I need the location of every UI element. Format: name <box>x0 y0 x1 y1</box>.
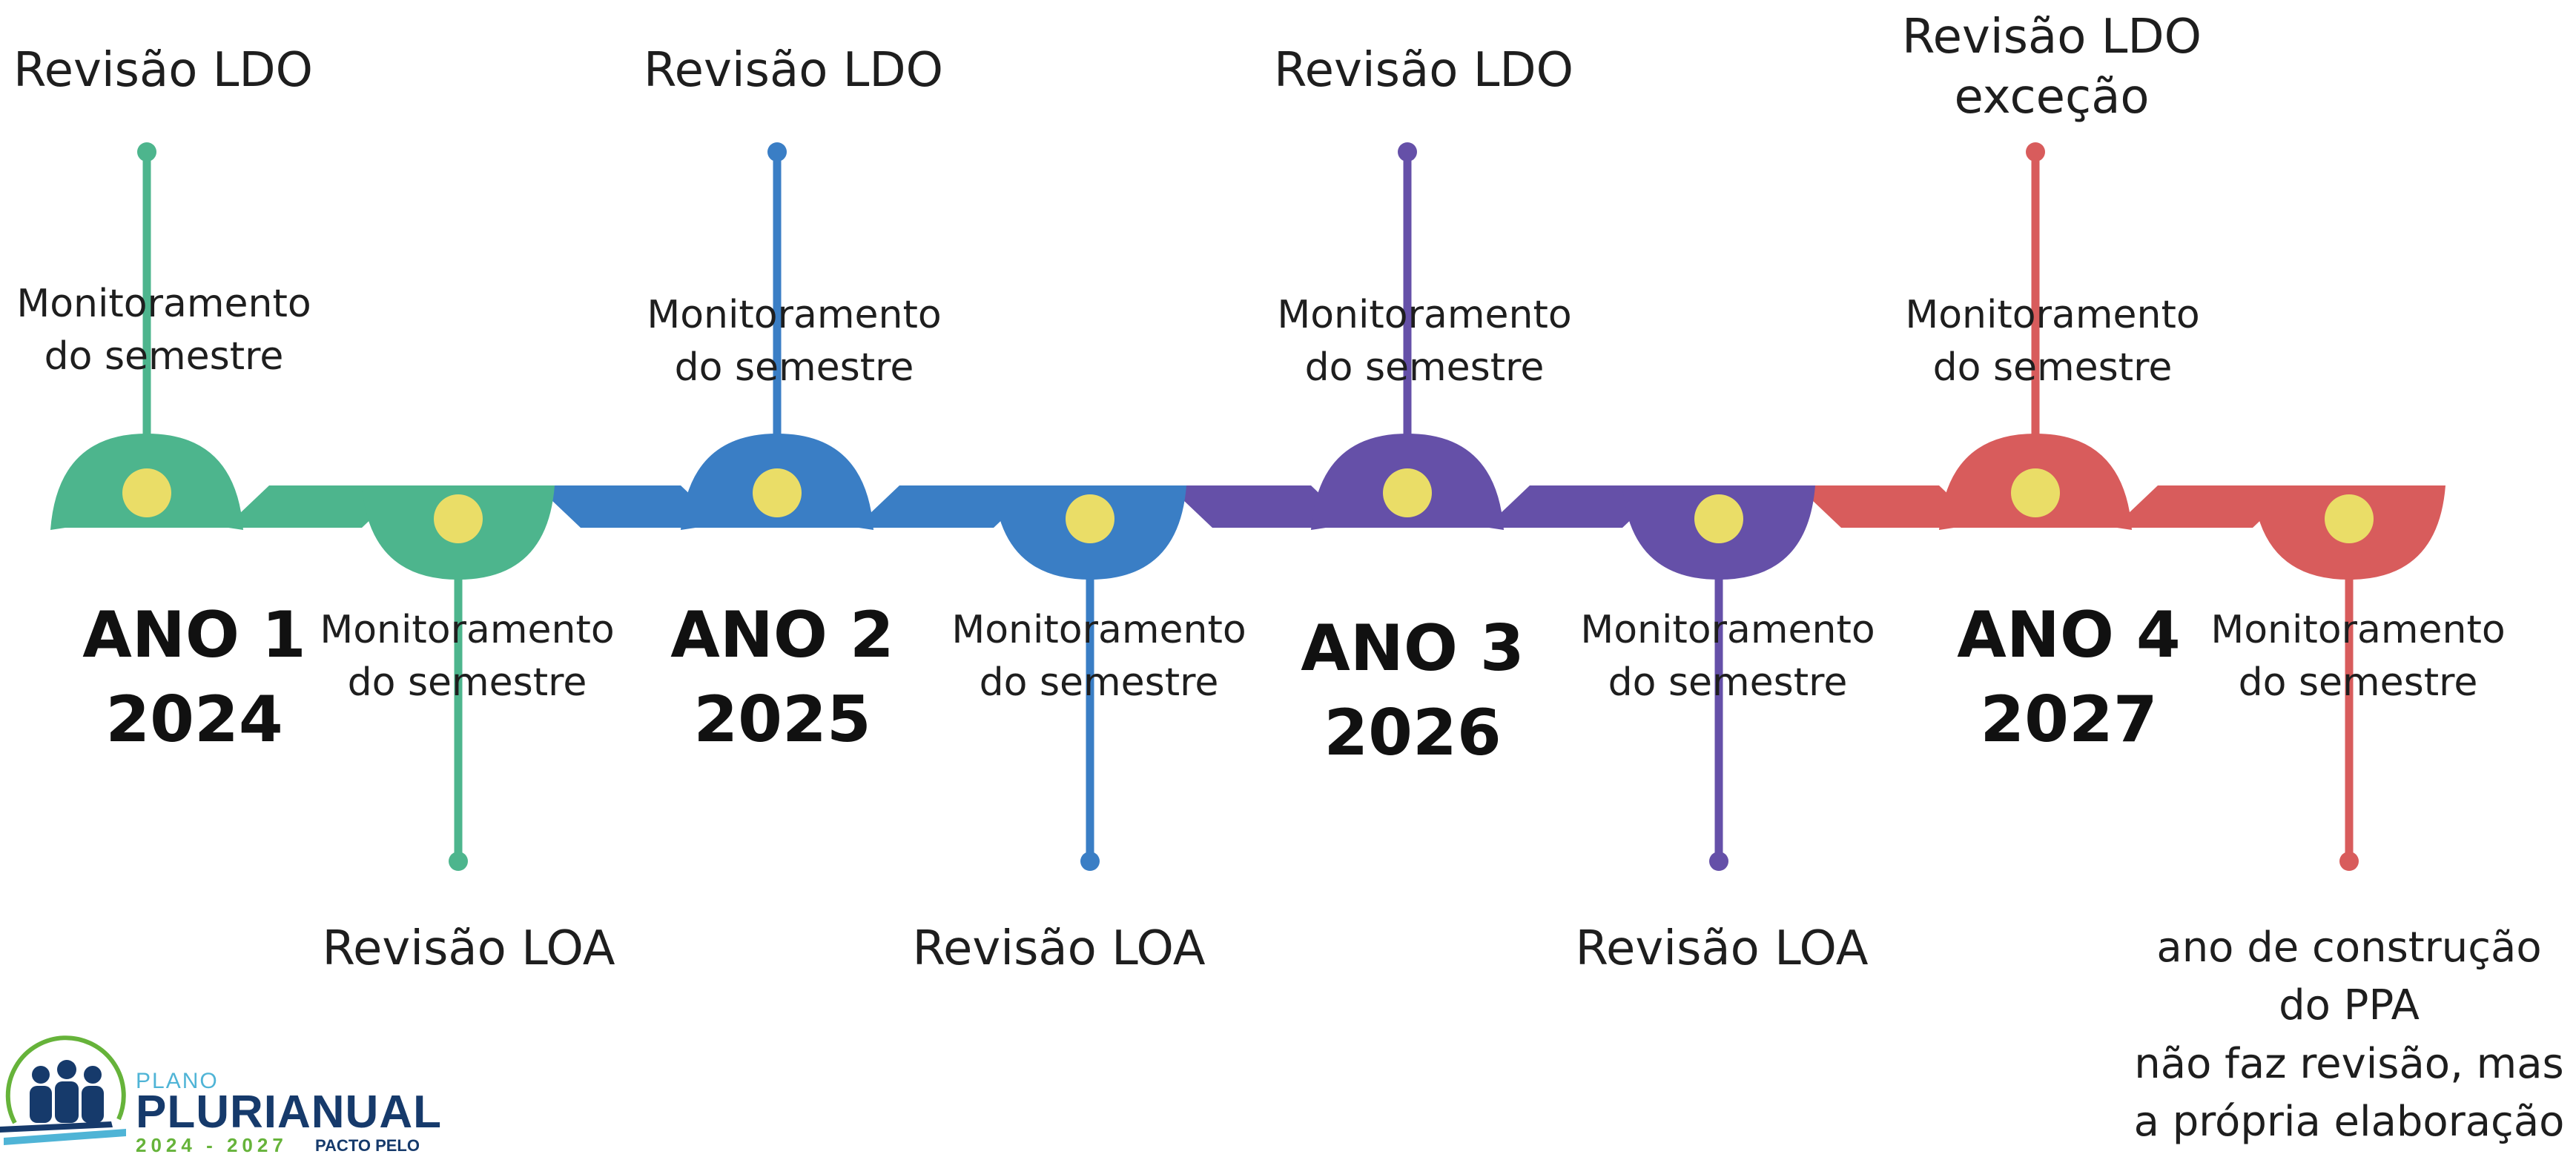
monitoring-top-label: Monitoramento do semestre <box>1905 293 2200 390</box>
milestone-dot <box>1694 494 1743 543</box>
monitoring-bottom-label: Monitoramento do semestre <box>1580 608 1875 705</box>
loa-marker-dot <box>2339 852 2359 871</box>
monitoring-top-label: Monitoramento do semestre <box>1277 293 1572 390</box>
monitoring-bottom-label: Monitoramento do semestre <box>951 608 1246 705</box>
logo-pacto-text: PACTO PELO <box>315 1136 420 1155</box>
loa-marker-dot <box>449 852 468 871</box>
connector-segment <box>1797 485 1984 528</box>
monitoring-top-label: Monitoramento do semestre <box>647 293 942 390</box>
milestone-dot <box>434 494 483 543</box>
ppa-construction-note: ano de construção do PPA não faz revisão… <box>2133 924 2565 1147</box>
loa-revision-label: Revisão LOA <box>912 921 1206 976</box>
ldo-revision-label: Revisão LDO exceção <box>1902 10 2202 125</box>
monitoring-bottom-label: Monitoramento do semestre <box>320 608 615 705</box>
connector-segment <box>855 485 1038 528</box>
milestone-dot <box>2011 468 2060 517</box>
connector-segment <box>1168 485 1355 528</box>
monitoring-bottom-label: Monitoramento do semestre <box>2210 608 2506 705</box>
plano-plurianual-logo: PLANO PLURIANUAL 2024 - 2027 PACTO PELO <box>0 1034 445 1156</box>
ldo-revision-label: Revisão LDO <box>1274 43 1573 98</box>
loa-revision-label: Revisão LOA <box>322 921 615 976</box>
logo-years-text: 2024 - 2027 <box>136 1134 288 1156</box>
year-label: ANO 3 2026 <box>1301 611 1525 771</box>
milestone-dot <box>122 468 171 517</box>
connector-segment <box>2113 485 2297 528</box>
year-label: ANO 1 2024 <box>82 598 306 757</box>
year-label: ANO 4 2027 <box>1957 598 2181 757</box>
year-label: ANO 2 2025 <box>670 598 894 757</box>
ldo-marker-dot <box>1398 142 1417 162</box>
ldo-marker-dot <box>137 142 156 162</box>
ldo-revision-label: Revisão LDO <box>13 43 313 98</box>
people-logo-icon <box>0 1035 126 1145</box>
connector-segment <box>1485 485 1667 528</box>
connector-segment <box>536 485 725 528</box>
monitoring-top-label: Monitoramento do semestre <box>16 282 311 379</box>
logo-plano-text: PLANO <box>136 1069 219 1093</box>
loa-marker-dot <box>1080 852 1100 871</box>
ldo-revision-label: Revisão LDO <box>644 43 943 98</box>
loa-revision-label: Revisão LOA <box>1575 921 1869 976</box>
milestone-dot <box>2325 494 2374 543</box>
ldo-marker-dot <box>767 142 787 162</box>
milestone-dot <box>1383 468 1432 517</box>
loa-marker-dot <box>1709 852 1728 871</box>
ldo-marker-dot <box>2026 142 2045 162</box>
connector-segment <box>225 485 406 528</box>
logo-plurianual-text: PLURIANUAL <box>136 1087 442 1138</box>
milestone-dot <box>753 468 802 517</box>
milestone-dot <box>1066 494 1114 543</box>
